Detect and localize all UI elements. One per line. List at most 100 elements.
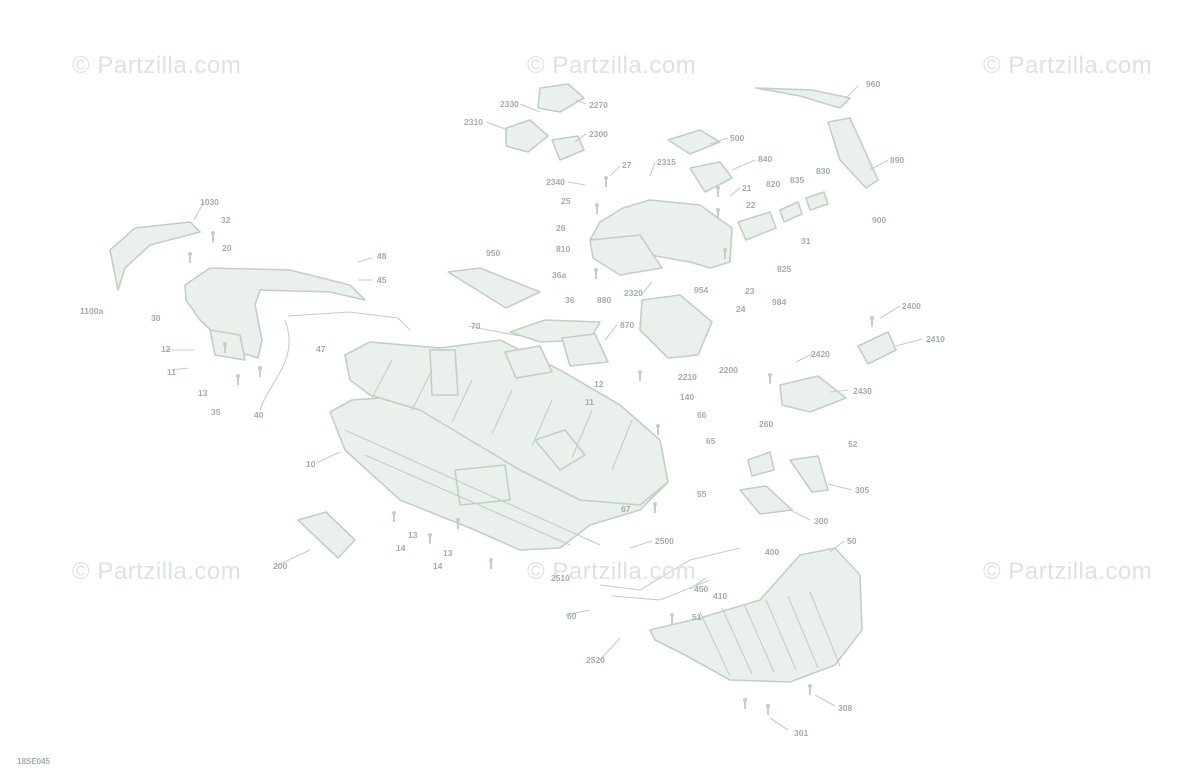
callout-label: 984 <box>772 297 787 307</box>
callout-label: 2500 <box>655 536 674 546</box>
callout-label: 55 <box>697 489 707 499</box>
callout-label: 13 <box>198 388 208 398</box>
deck-top <box>344 339 669 506</box>
callout-label: 450 <box>694 584 709 594</box>
callout-label: 11 <box>167 367 176 377</box>
callout-label: 22 <box>746 200 756 210</box>
platform-groove <box>699 611 731 677</box>
platform-groove <box>721 607 753 675</box>
leader-line <box>519 103 541 113</box>
callout-label: 32 <box>221 215 231 225</box>
side-rail-right <box>827 117 879 189</box>
callout-label: 260 <box>759 419 774 429</box>
fastener-head <box>188 252 192 256</box>
callout-label: 500 <box>730 133 745 143</box>
fastener-head <box>716 186 720 190</box>
clip-260 <box>747 451 775 477</box>
callout-label: 36 <box>565 295 575 305</box>
fastener-head <box>723 248 727 252</box>
leader-line <box>789 509 811 521</box>
callout-label: 2430 <box>853 386 872 396</box>
callout-label: 25 <box>561 196 571 206</box>
callout-label: 1100a <box>80 306 104 316</box>
callout-label: 65 <box>706 436 716 446</box>
trim-panel-880 <box>561 333 609 367</box>
callout-label: 12 <box>161 344 171 354</box>
callout-label: 27 <box>622 160 632 170</box>
callout-label: 45 <box>377 275 387 285</box>
fastener-head <box>656 424 660 428</box>
callout-label: 2210 <box>678 372 697 382</box>
vent-2410 <box>857 331 897 365</box>
fastener-head <box>456 518 460 522</box>
callout-label: 820 <box>766 179 781 189</box>
leader-line <box>729 187 741 197</box>
callout-label: 2270 <box>589 100 608 110</box>
hull-contour-line <box>451 379 473 423</box>
watermark-text: © Partzilla.com <box>72 52 242 79</box>
leader-line <box>895 338 923 347</box>
instrument-visor <box>689 161 733 193</box>
leader-line <box>574 133 587 143</box>
fastener-head <box>236 374 240 378</box>
fastener-head <box>670 613 674 617</box>
deck-storage-bin <box>429 349 459 396</box>
callout-label: 890 <box>890 155 905 165</box>
leader-line <box>171 367 189 371</box>
leader-line <box>564 609 591 616</box>
leader-line <box>689 577 707 590</box>
watermark-text: © Partzilla.com <box>983 52 1153 79</box>
platform-groove <box>743 603 775 673</box>
fastener-head <box>428 533 432 537</box>
callout-label: 13 <box>443 548 453 558</box>
callout-label: 810 <box>556 244 571 254</box>
deflector-300 <box>739 485 793 515</box>
leader-line <box>629 540 653 549</box>
hose-47 <box>287 311 411 331</box>
deck-mat-950 <box>447 267 541 309</box>
callout-label: 825 <box>777 264 792 274</box>
leader-line <box>795 353 813 363</box>
callout-label: 20 <box>222 243 232 253</box>
callout-label: 140 <box>680 392 695 402</box>
leader-line <box>467 325 521 337</box>
fastener-head <box>638 370 642 374</box>
callout-label: 23 <box>745 286 755 296</box>
leader-line <box>567 181 586 186</box>
callout-label: 2420 <box>811 349 830 359</box>
rail-top-right <box>755 87 851 109</box>
callout-label: 67 <box>621 504 631 514</box>
cover-200 <box>297 511 356 559</box>
callout-label: 960 <box>866 79 881 89</box>
callout-label: 51 <box>692 612 702 622</box>
hull-contour-line <box>531 399 553 447</box>
callout-label: 2400 <box>902 301 921 311</box>
callout-label: 200 <box>273 561 288 571</box>
fastener-head <box>743 698 747 702</box>
platform-groove <box>765 599 797 671</box>
diagram-code: 18SE045 <box>17 757 50 766</box>
callout-label: 11 <box>585 397 594 407</box>
callout-label: 35 <box>211 407 221 417</box>
callout-label: 880 <box>597 295 612 305</box>
callout-label: 870 <box>620 320 635 330</box>
handle-grip-part <box>737 211 777 241</box>
leader-line <box>609 165 621 177</box>
hose-2500 <box>599 547 741 591</box>
callout-label: 2200 <box>719 365 738 375</box>
leader-line <box>827 483 853 491</box>
fastener-head <box>716 208 720 212</box>
hull-chine-line <box>344 429 601 546</box>
vent-2430 <box>779 375 847 413</box>
leader-line <box>641 281 653 295</box>
platform-groove <box>787 595 819 669</box>
fastener-head <box>594 268 598 272</box>
leader-line <box>275 549 311 567</box>
callout-label: 52 <box>848 439 858 449</box>
leader-line <box>485 121 509 131</box>
callout-label: 900 <box>872 215 887 225</box>
fastener-head <box>595 203 599 207</box>
platform-groove <box>809 591 841 667</box>
